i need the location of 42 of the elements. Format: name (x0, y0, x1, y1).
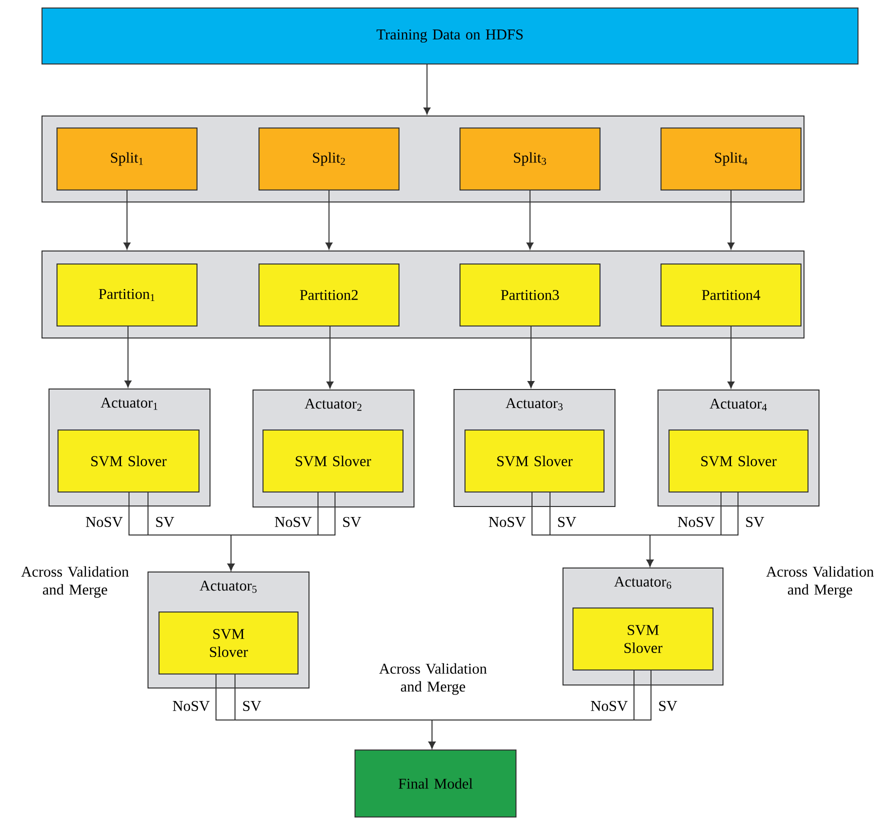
connector-arrow (228, 492, 336, 570)
solver-box: SVM Slover (58, 430, 200, 492)
connector-arrow (424, 64, 430, 114)
solver-box: SVM Slover (262, 430, 404, 492)
connector-arrow (646, 492, 738, 566)
edge-label: SV (243, 700, 262, 712)
edge-label: NoSV (172, 700, 210, 712)
split-box: Split$_{4}$ (660, 128, 802, 190)
solver-box: SVM Slover (464, 430, 604, 492)
partition-box: Partition2 (258, 264, 400, 326)
edge-label: SV (156, 516, 174, 528)
solver-box: SVM Slover (572, 608, 714, 670)
edge-label: SV (746, 516, 764, 528)
note-text: Across Validation and Merge (379, 663, 487, 695)
partition-box: Partition3 (460, 264, 600, 326)
note-text: Across Validation and Merge (21, 566, 129, 598)
connector-arrow (728, 190, 734, 250)
partition-box: Partition$_{1}$ (56, 264, 198, 326)
edge-label: SV (343, 516, 362, 528)
split-box: Split$_{1}$ (56, 128, 198, 190)
edge-label: NoSV (488, 516, 526, 528)
connector-arrow (124, 190, 130, 250)
edge-label: NoSV (274, 516, 312, 528)
edge-label: NoSV (678, 516, 715, 528)
partition-box: Partition4 (660, 264, 802, 326)
connector-arrow (528, 326, 534, 388)
connector-arrow (728, 326, 734, 388)
edge-label: SV (558, 516, 576, 528)
edge-label: SV (659, 700, 678, 712)
connector-arrow (326, 190, 332, 250)
connector-arrow (526, 190, 534, 250)
connector-arrow (326, 326, 334, 388)
edge-label: NoSV (86, 516, 123, 528)
solver-box: SVM Slover (158, 612, 298, 674)
edge-label: NoSV (590, 700, 628, 712)
split-box: Split$_{3}$ (460, 128, 600, 190)
process-box: Training Data on HDFS (42, 8, 858, 64)
process-box: Final Model (354, 750, 516, 818)
split-box: Split$_{2}$ (258, 128, 400, 190)
solver-box: SVM Slover (668, 430, 808, 492)
note-text: Across Validation and Merge (766, 566, 874, 598)
connector-arrow (124, 326, 132, 388)
